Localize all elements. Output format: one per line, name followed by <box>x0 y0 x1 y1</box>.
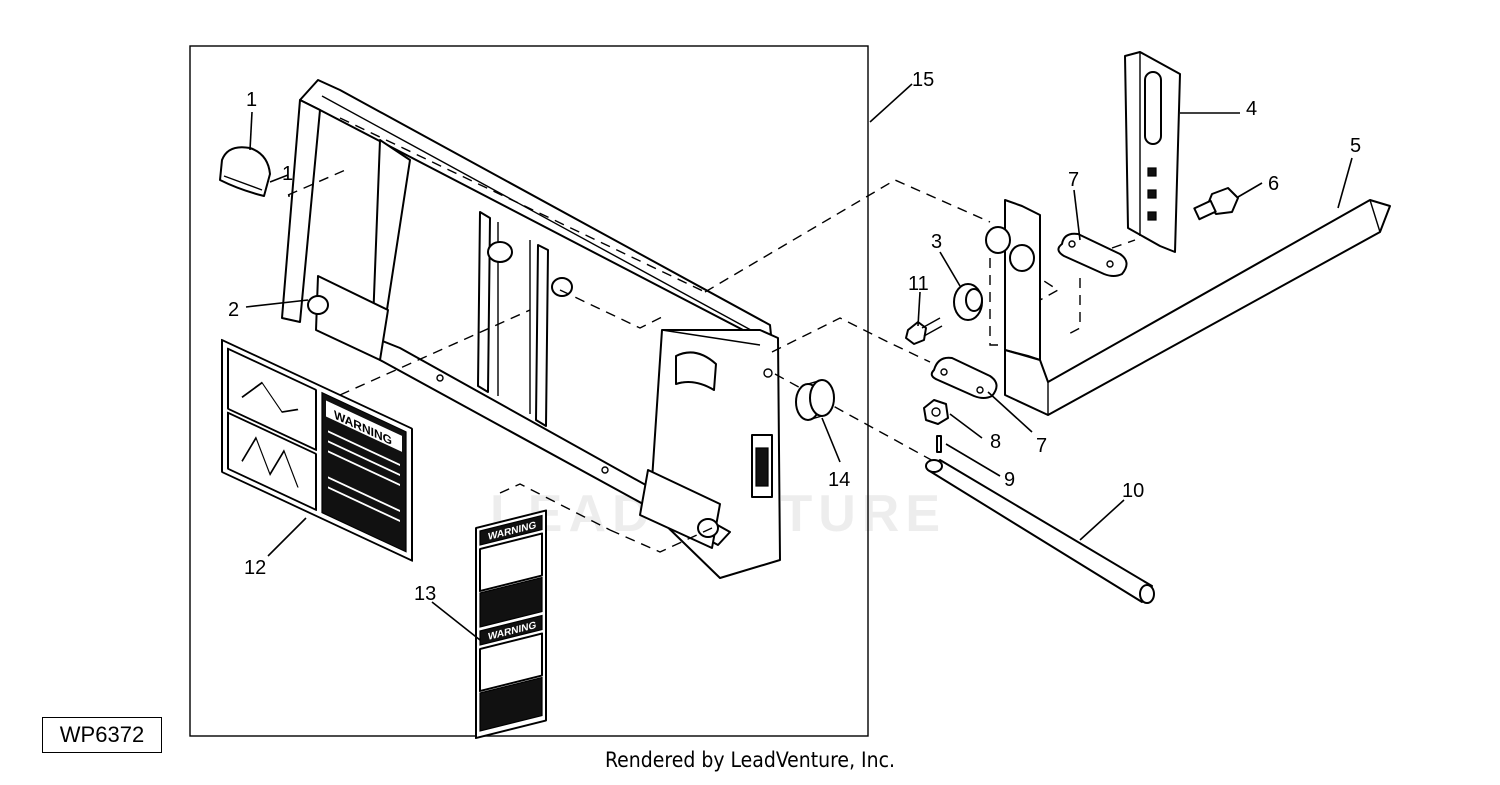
callout-1: 1 <box>246 89 257 111</box>
guide-line <box>499 483 611 531</box>
callout-6: 6 <box>1268 173 1279 195</box>
guide-line <box>704 179 991 293</box>
guide-line <box>339 309 531 396</box>
render-credit: Rendered by LeadVenture, Inc. <box>605 748 895 772</box>
callout-3: 3 <box>931 231 942 253</box>
shoulder-bolt-part <box>1193 187 1239 221</box>
pallet-fork-frame <box>281 79 781 579</box>
cotter-pin-part <box>936 435 942 453</box>
callout-9: 9 <box>1004 469 1015 491</box>
bushing-part <box>795 379 835 421</box>
callout-15: 15 <box>912 69 934 91</box>
guide-line <box>771 317 931 363</box>
guide-line <box>287 167 351 196</box>
nut-part <box>923 399 949 425</box>
figure-id-label: WP6372 <box>42 717 162 753</box>
callout-10: 10 <box>1122 480 1144 502</box>
guide-line <box>559 289 667 329</box>
fork-bracket <box>985 199 1041 361</box>
callout-11: 11 <box>908 273 929 295</box>
callout-14: 14 <box>828 469 850 491</box>
guide-line <box>1064 278 1081 337</box>
assembly-boundary-box <box>189 45 869 737</box>
callout-5: 5 <box>1350 135 1361 157</box>
callout-4: 4 <box>1246 98 1257 120</box>
bolt-part <box>905 317 943 345</box>
warning-decal-small: WARNING WARNING <box>475 509 547 740</box>
fork-tine <box>1004 199 1391 416</box>
link-plate-upper <box>1057 232 1128 277</box>
spacer-part <box>953 283 983 321</box>
callout-labels: 1 1 2 3 4 5 6 7 7 8 9 10 11 12 13 14 15 <box>228 69 1361 605</box>
back-plate-part <box>1124 51 1181 253</box>
callout-7-upper: 7 <box>1068 169 1079 191</box>
guide-line <box>609 527 713 553</box>
fork-shaft-part <box>925 459 1155 604</box>
warning-decal-large: WARNING <box>221 338 413 562</box>
link-plate-lower <box>930 356 998 399</box>
callout-12: 12 <box>244 557 266 579</box>
callout-13: 13 <box>414 583 436 605</box>
callout-2: 2 <box>228 299 239 321</box>
leader-lines <box>245 83 1353 641</box>
guide-line <box>774 373 936 463</box>
hook-part <box>219 146 271 197</box>
callout-7-lower: 7 <box>1036 435 1047 457</box>
guide-line <box>1111 239 1136 249</box>
callout-8: 8 <box>990 431 1001 453</box>
callout-1-b: 1 <box>282 163 293 185</box>
